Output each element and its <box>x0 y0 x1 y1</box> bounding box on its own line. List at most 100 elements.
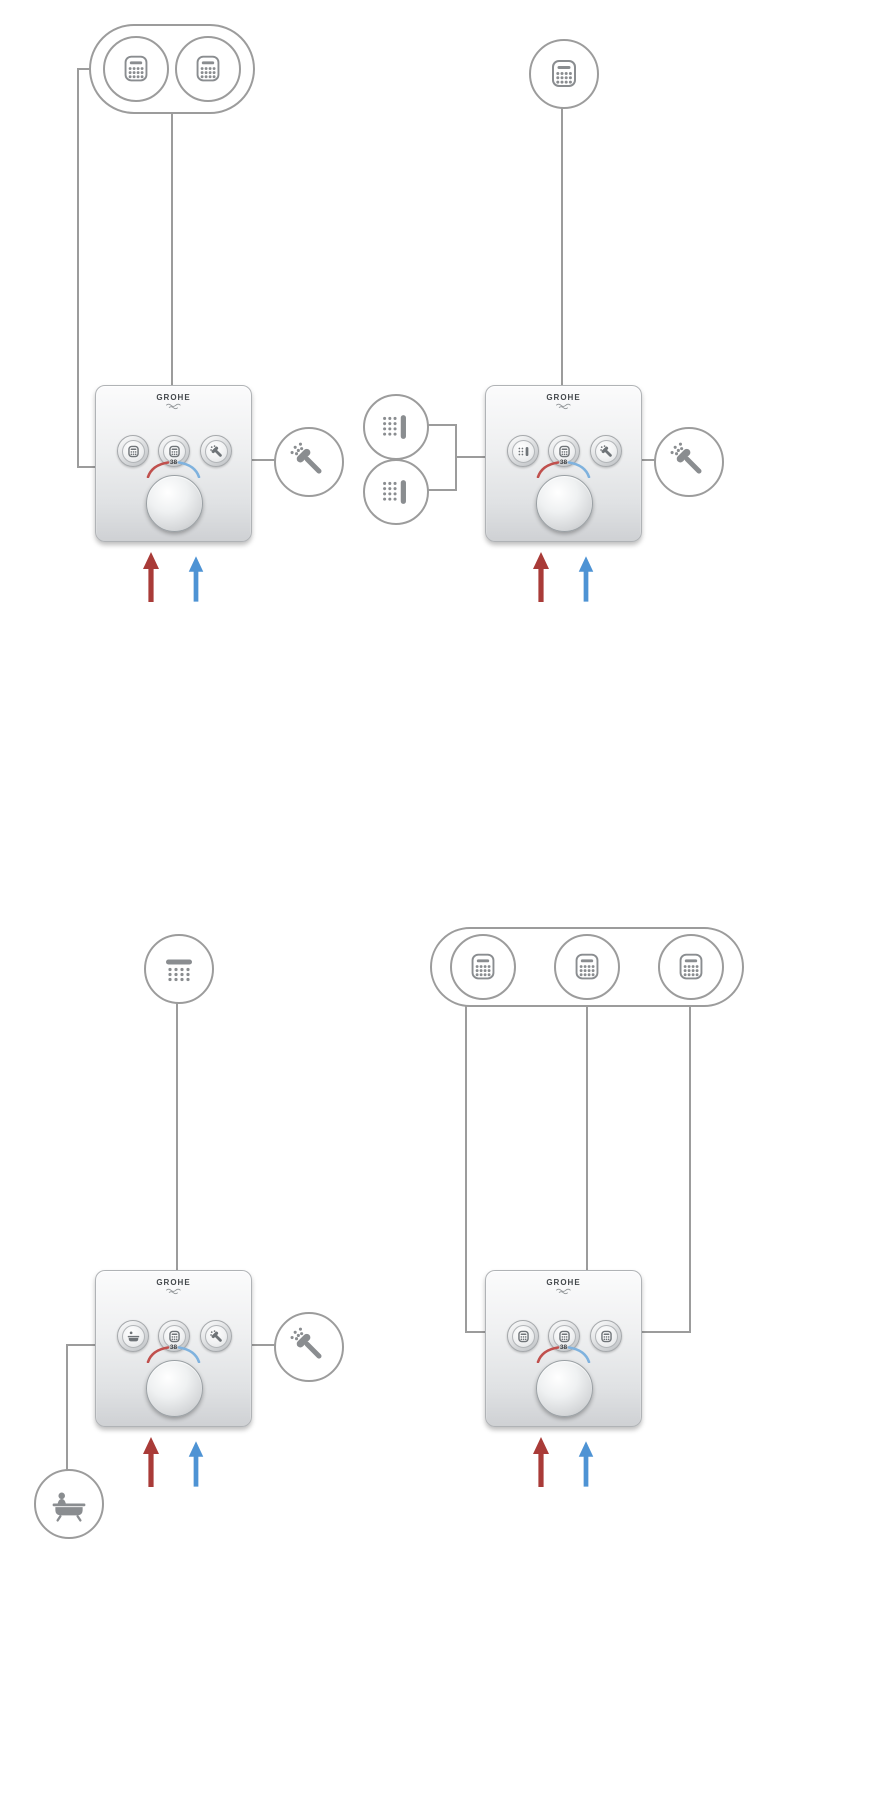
valve-top-left: GROHE 38 <box>95 385 252 542</box>
brand-text: GROHE <box>156 1278 191 1287</box>
temperature-indicator: 38 <box>531 458 596 478</box>
select-button-2 <box>158 435 190 467</box>
head-shower-outlet-1 <box>450 934 516 1000</box>
select-button-2 <box>548 1320 580 1352</box>
connector-line <box>455 456 487 458</box>
temperature-value: 38 <box>169 1344 178 1351</box>
hot-water-arrow <box>530 552 552 602</box>
head-shower-icon <box>558 1330 571 1343</box>
temperature-arc-icon <box>146 461 201 478</box>
grohe-waves-icon <box>553 403 575 410</box>
thermostat-knob <box>146 1360 203 1417</box>
thermostat-knob <box>146 475 203 532</box>
cold-water-arrow <box>576 556 596 602</box>
temperature-indicator: 38 <box>141 1343 206 1363</box>
head-shower-icon <box>544 54 584 94</box>
select-button-1 <box>117 435 149 467</box>
connector-line <box>689 1005 691 1333</box>
grohe-logo: GROHE <box>96 1279 251 1295</box>
bath-tub-icon <box>127 1330 140 1343</box>
select-button-3 <box>590 435 622 467</box>
connector-line <box>66 1344 97 1346</box>
body-jet-icon <box>517 445 530 458</box>
hot-water-arrow <box>140 1437 162 1487</box>
cold-water-arrow <box>186 556 206 602</box>
grohe-waves-icon <box>163 1288 185 1295</box>
head-shower-outlet-2 <box>175 36 241 102</box>
head-shower-outlet-1 <box>103 36 169 102</box>
hand-shower-outlet <box>274 1312 344 1382</box>
select-button-2 <box>158 1320 190 1352</box>
temperature-value: 38 <box>559 1344 568 1351</box>
head-shower-icon <box>168 1330 181 1343</box>
connector-line <box>424 424 457 426</box>
hand-shower-icon <box>210 1330 223 1343</box>
head-shower-outlet-2 <box>554 934 620 1000</box>
connector-line <box>638 459 656 461</box>
thermostat-knob <box>536 1360 593 1417</box>
connector-line <box>586 1005 588 1272</box>
connector-line <box>176 998 178 1272</box>
temperature-indicator: 38 <box>141 458 206 478</box>
select-button-3 <box>590 1320 622 1352</box>
temperature-arc-icon <box>536 1346 591 1363</box>
cold-water-arrow <box>576 1441 596 1487</box>
hand-shower-icon <box>289 1327 329 1367</box>
head-shower-icon <box>127 445 140 458</box>
head-shower-icon <box>117 50 155 88</box>
temperature-value: 38 <box>169 459 178 466</box>
grohe-logo: GROHE <box>96 394 251 410</box>
head-shower-icon <box>600 1330 613 1343</box>
select-button-2 <box>548 435 580 467</box>
head-shower-icon <box>168 445 181 458</box>
grohe-logo: GROHE <box>486 1279 641 1295</box>
valve-top-right: GROHE 38 <box>485 385 642 542</box>
hand-shower-icon <box>669 442 709 482</box>
valve-bottom-right: GROHE 38 <box>485 1270 642 1427</box>
head-shower-icon <box>558 445 571 458</box>
temperature-value: 38 <box>559 459 568 466</box>
connector-line <box>171 112 173 387</box>
temperature-arc-icon <box>146 1346 201 1363</box>
body-jet-outlet-upper <box>363 394 429 460</box>
head-shower-icon <box>517 1330 530 1343</box>
body-jet-outlet-lower <box>363 459 429 525</box>
head-shower-outlet <box>529 39 599 109</box>
body-jet-icon <box>377 408 415 446</box>
temperature-arc-icon <box>536 461 591 478</box>
hand-shower-outlet <box>654 427 724 497</box>
connector-line <box>66 1344 68 1472</box>
valve-bottom-left: GROHE 38 <box>95 1270 252 1427</box>
brand-text: GROHE <box>546 393 581 402</box>
overhead-shower-icon <box>159 949 199 989</box>
select-button-1 <box>507 1320 539 1352</box>
select-button-1 <box>507 435 539 467</box>
overhead-shower-outlet <box>144 934 214 1004</box>
bath-tub-icon <box>49 1484 89 1524</box>
hand-shower-icon <box>210 445 223 458</box>
hand-shower-icon <box>289 442 329 482</box>
bath-tub-outlet <box>34 1469 104 1539</box>
grohe-logo: GROHE <box>486 394 641 410</box>
head-shower-icon <box>189 50 227 88</box>
select-button-3 <box>200 1320 232 1352</box>
connector-line <box>248 459 276 461</box>
head-shower-icon <box>568 948 606 986</box>
head-shower-icon <box>464 948 502 986</box>
grohe-waves-icon <box>553 1288 575 1295</box>
hot-water-arrow <box>530 1437 552 1487</box>
connector-line <box>465 1331 487 1333</box>
grohe-waves-icon <box>163 403 185 410</box>
hot-water-arrow <box>140 552 162 602</box>
hand-shower-outlet <box>274 427 344 497</box>
connector-line <box>638 1331 691 1333</box>
dual-head-shower-group <box>89 24 255 114</box>
triple-head-shower-group <box>430 927 744 1007</box>
thermostat-knob <box>536 475 593 532</box>
select-button-1 <box>117 1320 149 1352</box>
select-button-3 <box>200 435 232 467</box>
connector-line <box>77 68 79 468</box>
hand-shower-icon <box>600 445 613 458</box>
brand-text: GROHE <box>546 1278 581 1287</box>
temperature-indicator: 38 <box>531 1343 596 1363</box>
